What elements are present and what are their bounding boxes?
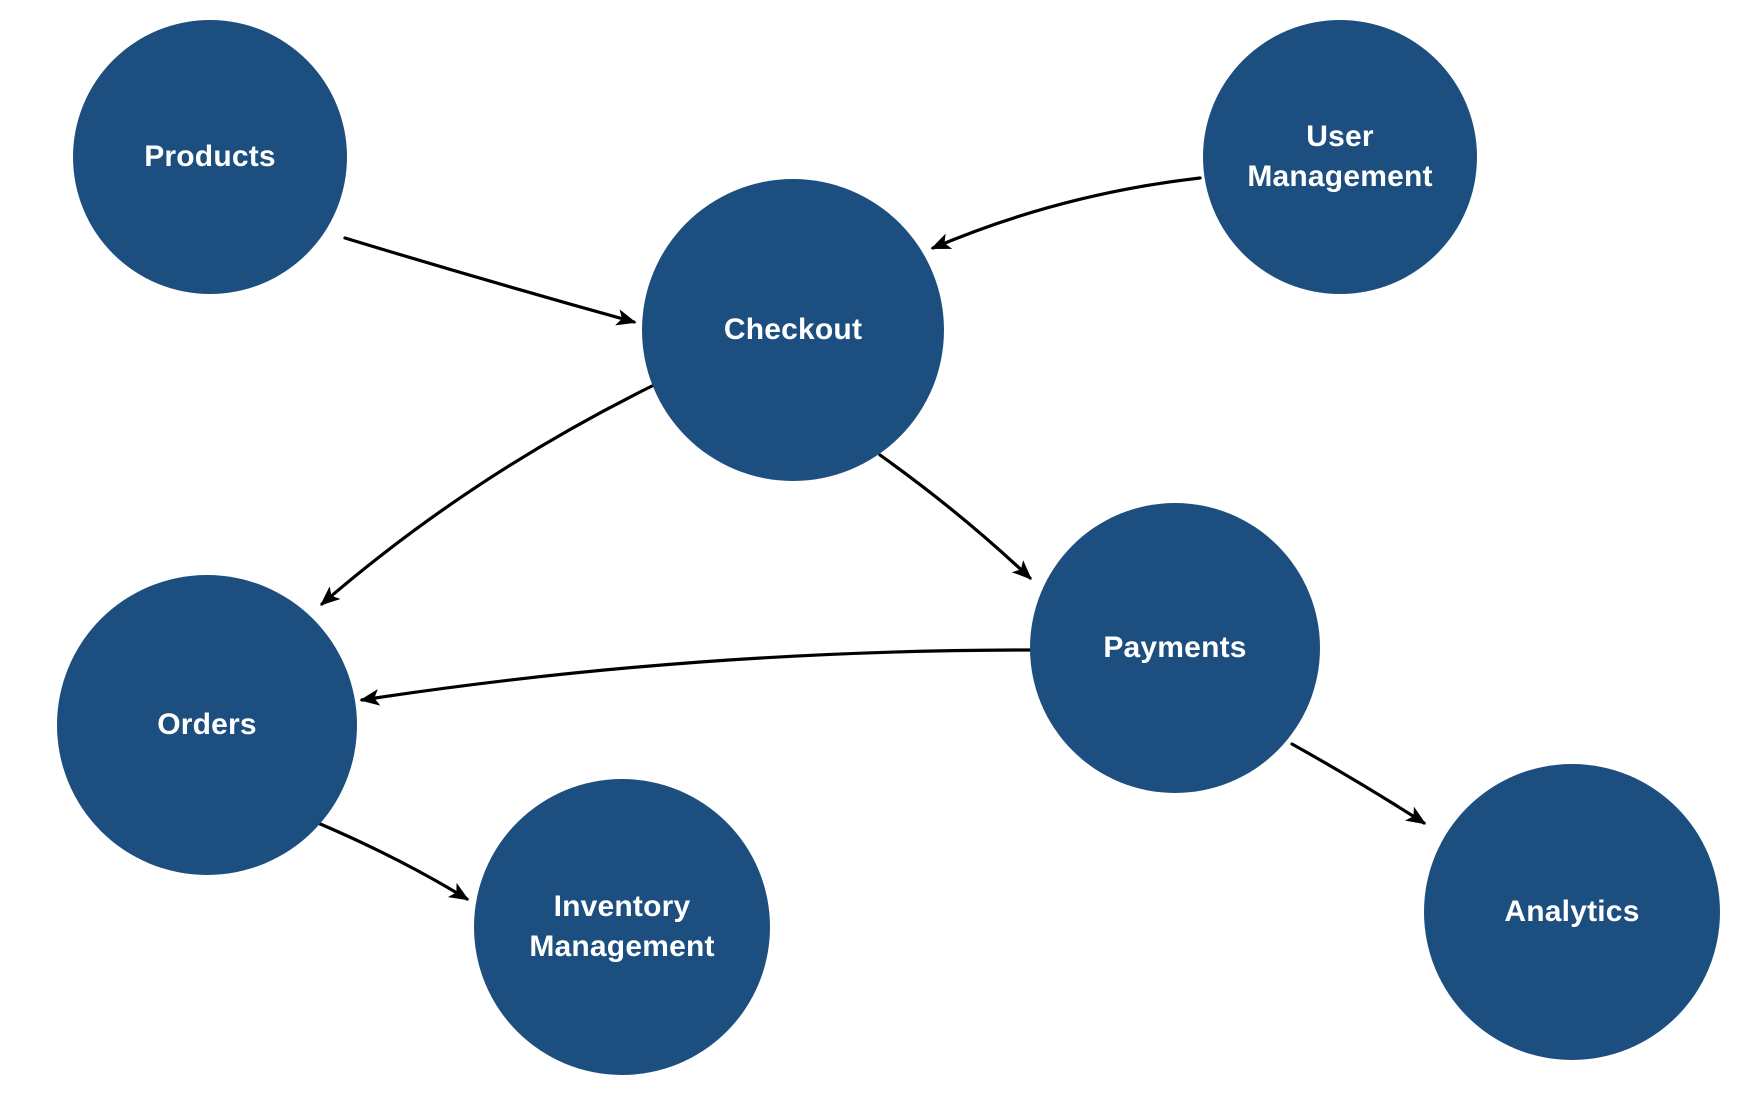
edge-checkout-to-orders bbox=[320, 384, 654, 606]
node-checkout-label: Checkout bbox=[723, 313, 863, 347]
node-payments[interactable]: Payments bbox=[1030, 503, 1320, 793]
node-orders-label: Orders bbox=[157, 708, 257, 742]
node-analytics[interactable]: Analytics bbox=[1424, 764, 1720, 1060]
node-analytics-label: Analytics bbox=[1504, 895, 1640, 929]
node-products-label: Products bbox=[144, 140, 276, 174]
edge-checkout-to-payments bbox=[878, 453, 1032, 580]
edge-products-to-checkout bbox=[343, 236, 637, 326]
node-user-management[interactable]: User Management bbox=[1203, 20, 1477, 294]
node-checkout[interactable]: Checkout bbox=[642, 179, 944, 481]
node-orders[interactable]: Orders bbox=[57, 575, 357, 875]
edge-payments-to-orders bbox=[359, 648, 1034, 706]
node-inventory-management-label: Inventory Management bbox=[529, 890, 715, 963]
edge-payments-to-analytics bbox=[1290, 742, 1427, 825]
edge-orders-to-inventorymanagement bbox=[316, 821, 470, 901]
node-inventory-management[interactable]: Inventory Management bbox=[474, 779, 770, 1075]
node-payments-label: Payments bbox=[1103, 631, 1247, 665]
node-user-management-label: User Management bbox=[1247, 120, 1433, 193]
edge-usermanagement-to-checkout bbox=[930, 176, 1202, 250]
node-products[interactable]: Products bbox=[73, 20, 347, 294]
